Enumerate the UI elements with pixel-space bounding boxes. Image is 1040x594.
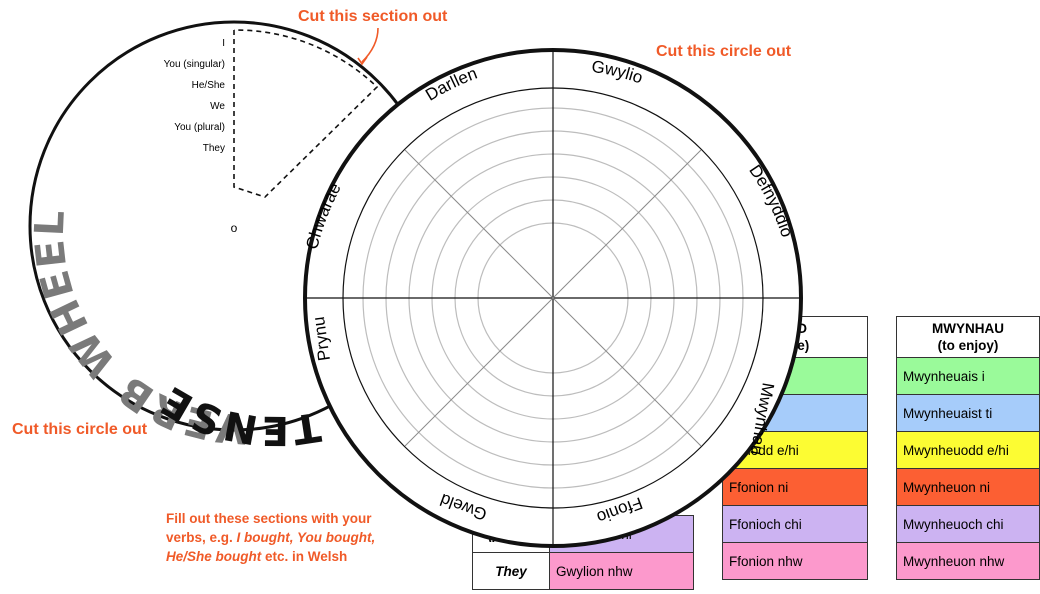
- table-mwynhau: MWYNHAU(to enjoy) Mwynheuais i Mwynheuai…: [896, 316, 1040, 580]
- instruction-line: verbs, e.g. I bought, You bought,: [166, 530, 376, 545]
- annotation-cut-section: Cut this section out: [298, 8, 448, 25]
- pronoun-cell: They: [472, 552, 550, 590]
- front-wheel: Gwylio Darllen Defnyddio Chwarae Mwynhau…: [302, 48, 803, 548]
- table-cell: Ffonion nhw: [722, 542, 868, 580]
- table-cell: Mwynheuon ni: [896, 468, 1040, 506]
- annotation-arrow: [361, 27, 379, 63]
- pronoun-item: You (plural): [174, 122, 225, 133]
- annotation-cut-circle-left: Cut this circle out: [12, 421, 148, 438]
- table-cell: Mwynheuon nhw: [896, 542, 1040, 580]
- instruction-text: Fill out these sections with your verbs,…: [166, 509, 375, 566]
- divider-diagonal: [404, 149, 702, 447]
- pronoun-item: We: [210, 101, 225, 112]
- table-header: MWYNHAU(to enjoy): [896, 316, 1040, 358]
- table-cell: Ffonioch chi: [722, 505, 868, 543]
- table-cell: Mwynheuaist ti: [896, 394, 1040, 432]
- table-cell: Mwynheuais i: [896, 357, 1040, 395]
- arrow-head: [357, 56, 368, 66]
- table-cell: Mwynheuoch chi: [896, 505, 1040, 543]
- table-cell: Mwynheuodd e/hi: [896, 431, 1040, 469]
- instruction-line: He/She bought etc. in Welsh: [166, 549, 348, 564]
- pronoun-item: I: [222, 38, 225, 49]
- cut-section-outline: [233, 29, 379, 198]
- table-cell: Ffonion ni: [722, 468, 868, 506]
- instruction-line: Fill out these sections with your: [166, 511, 372, 526]
- pronoun-item: He/She: [191, 80, 225, 91]
- annotation-cut-circle-top: Cut this circle out: [656, 43, 792, 60]
- pronoun-item: You (singular): [163, 59, 225, 70]
- pronoun-list: I You (singular) He/She We You (plural) …: [85, 33, 225, 159]
- table-cell: Gwylion nhw: [549, 552, 694, 590]
- pronoun-item: They: [202, 143, 225, 154]
- center-mark: o: [231, 221, 238, 235]
